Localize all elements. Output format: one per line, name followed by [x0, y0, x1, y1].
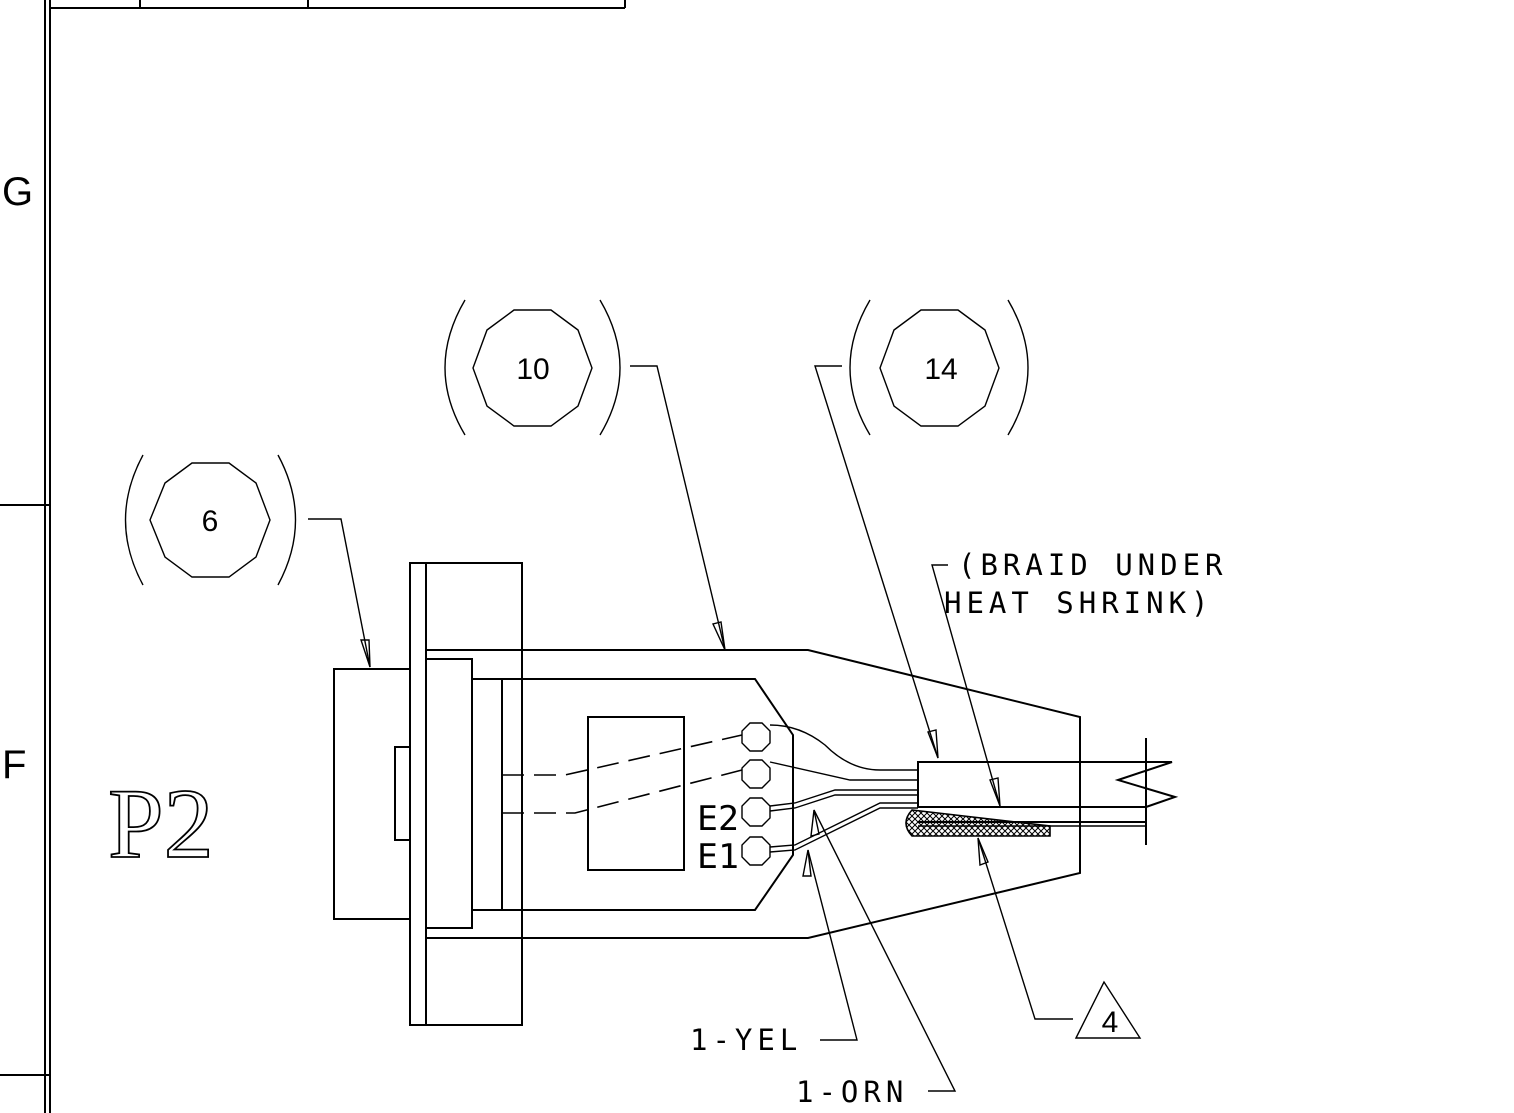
leader-orn — [813, 809, 957, 1092]
wire-dashed-upper — [502, 734, 743, 776]
balloon-6: 6 — [124, 454, 297, 586]
balloon-10-text: 10 — [516, 353, 549, 386]
wire-label-yellow: 1-YEL — [690, 1023, 802, 1057]
braid-note-line2: HEAT SHRINK) — [944, 586, 1214, 620]
connector-body — [333, 562, 1081, 1026]
flag-note-triangle — [1074, 980, 1142, 1039]
leader-flag-4 — [977, 837, 1073, 1020]
leader-6 — [308, 518, 371, 668]
leader-braid-arrow — [989, 777, 1001, 807]
leader-yel-arrow — [802, 849, 812, 877]
balloon-6-text: 6 — [202, 505, 219, 538]
wire-bundle — [769, 724, 918, 853]
leader-braid — [931, 564, 1001, 807]
leader-14 — [814, 365, 939, 759]
flag-note-text: 4 — [1102, 1006, 1119, 1039]
braid-note-line1: (BRAID UNDER — [958, 548, 1228, 582]
leader-orn-arrow — [810, 809, 820, 837]
balloon-14: 14 — [849, 299, 1029, 436]
zone-label-lower: F — [2, 743, 26, 787]
reference-designator: P2 — [108, 768, 214, 879]
sheet-border — [0, 0, 626, 1113]
leader-flag-4-arrow — [977, 837, 989, 866]
terminal-label-e2: E2 — [697, 799, 739, 839]
leader-10-arrow — [712, 621, 726, 651]
balloon-10: 10 — [444, 299, 621, 436]
leader-6-arrow — [360, 639, 371, 668]
terminal-label-e1: E1 — [697, 837, 739, 877]
terminal-array — [741, 722, 771, 866]
wire-dashed-lower — [502, 769, 743, 814]
wire-label-orange: 1-ORN — [796, 1075, 908, 1109]
braid-heat-shrink — [905, 809, 1051, 837]
leader-yel — [807, 849, 858, 1041]
leader-10 — [630, 365, 726, 651]
leader-14-arrow — [927, 729, 939, 759]
balloon-14-text: 14 — [924, 353, 957, 386]
zone-label-upper: G — [2, 170, 33, 214]
